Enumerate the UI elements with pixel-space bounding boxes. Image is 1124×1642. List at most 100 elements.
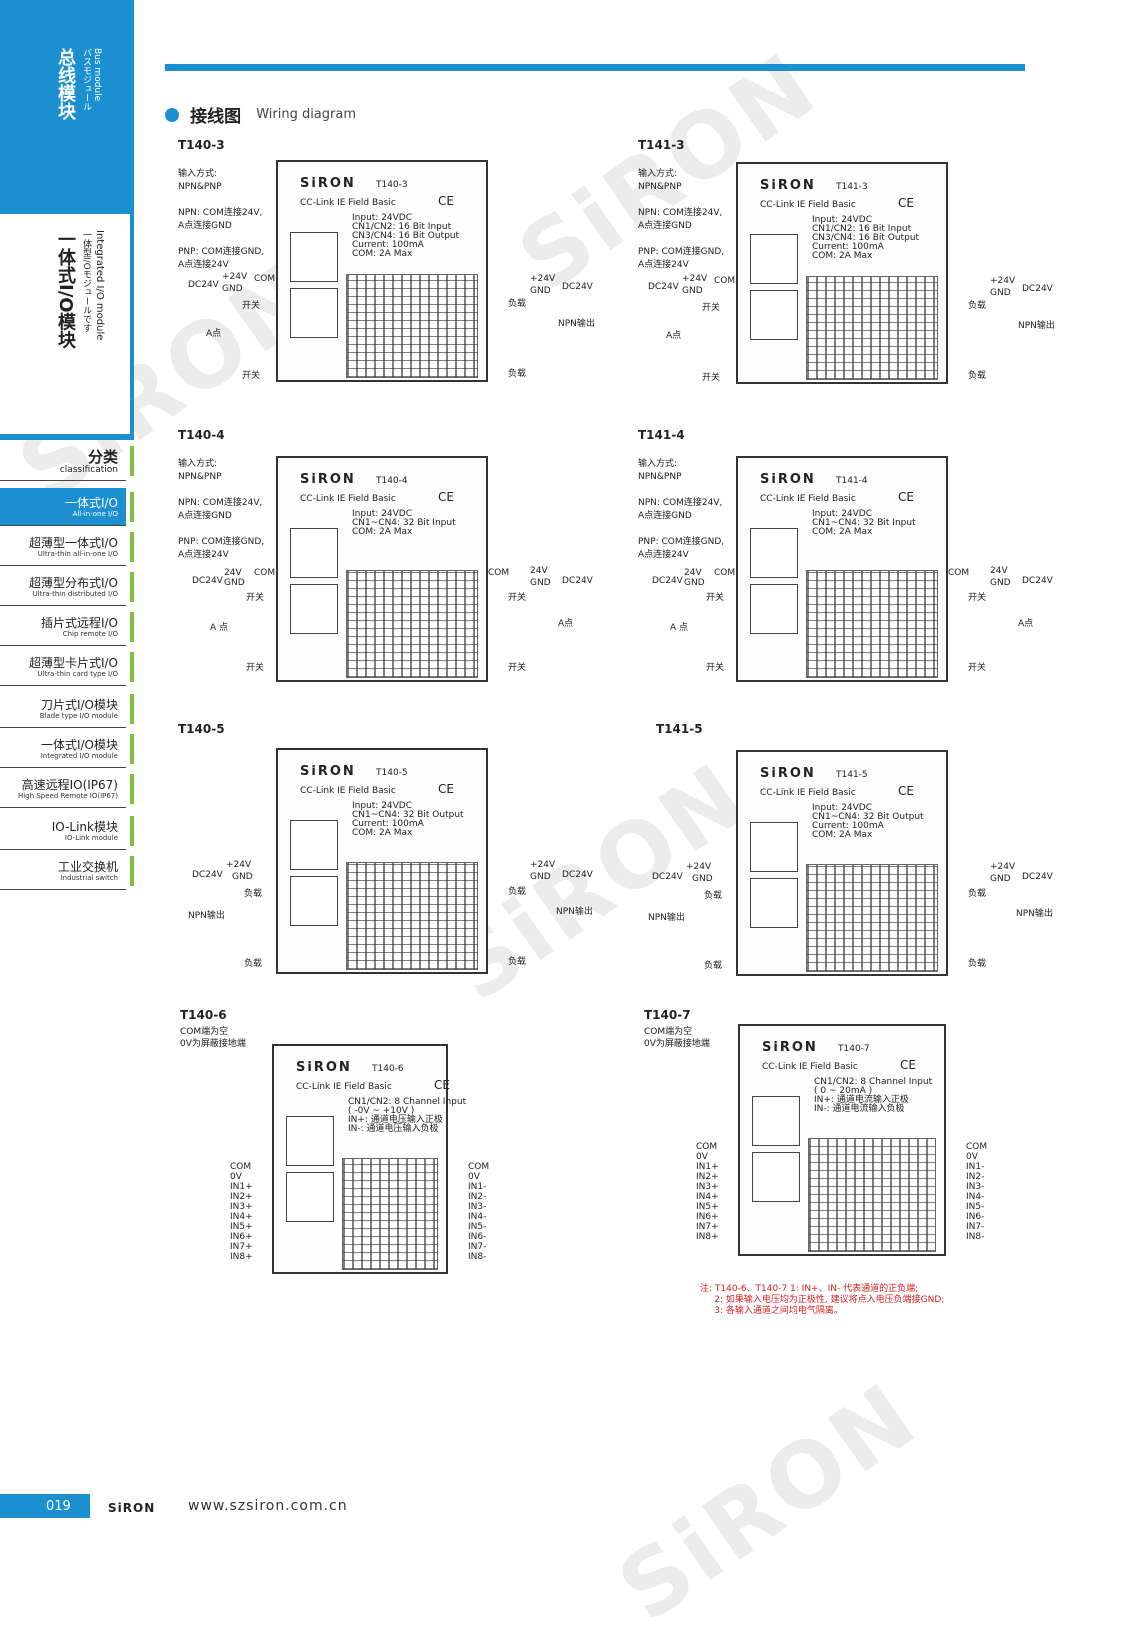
input-mode-text: 输入方式: NPN&PNP NPN: COM连接24V, A点连接GND PNP… xyxy=(638,169,725,270)
point-a-label: A点 xyxy=(1018,619,1034,629)
analog-terminal-left: IN5+ xyxy=(696,1202,719,1212)
load-label: 负载 xyxy=(704,961,723,971)
ce-mark: CE xyxy=(438,490,454,504)
category-sublabel: Blade type I/O module xyxy=(39,712,118,720)
classification-title: 分类 xyxy=(87,448,118,466)
ethernet-port xyxy=(290,232,338,282)
chapter-subtitle-jp: バスモジュール xyxy=(81,48,91,111)
ethernet-port xyxy=(750,878,798,928)
ethernet-port xyxy=(290,820,338,870)
gnd-label: GND xyxy=(692,874,713,884)
v24-label: 24V xyxy=(224,568,242,578)
plus24v-label: +24V xyxy=(530,274,556,284)
module-label: T140-4 xyxy=(178,428,225,442)
plus24v-label: +24V xyxy=(686,862,712,872)
category-sublabel: IO-Link module xyxy=(64,834,118,842)
heading-dot-icon xyxy=(165,107,179,122)
analog-terminal-left: 0V xyxy=(696,1152,708,1162)
dc24v-label: DC24V xyxy=(562,576,593,586)
dc24v-label: DC24V xyxy=(562,282,593,292)
analog-terminal-left: IN8+ xyxy=(696,1232,719,1242)
category-label: 超薄型一体式I/O xyxy=(28,536,118,550)
ce-mark: CE xyxy=(898,490,914,504)
analog-terminal-right: IN3- xyxy=(966,1182,985,1192)
ce-mark: CE xyxy=(898,196,914,210)
analog-terminal-right: IN6- xyxy=(468,1232,487,1242)
gnd-label: GND xyxy=(990,288,1011,298)
category-sublabel: Chip remote I/O xyxy=(62,630,118,638)
watermark: SiRON xyxy=(600,1362,937,1642)
footer-url: www.szsiron.com.cn xyxy=(188,1498,348,1514)
analog-terminal-right: IN2- xyxy=(468,1192,487,1202)
plus24v-label: +24V xyxy=(990,862,1016,872)
heading-zh: 接线图 xyxy=(190,107,242,127)
section-title-jp: 一体型I/Oモジュールです xyxy=(81,230,91,333)
input-mode-text: 输入方式: NPN&PNP NPN: COM连接24V, A点连接GND PNP… xyxy=(178,459,265,560)
dc24v-label: DC24V xyxy=(1022,284,1053,294)
analog-terminal-right: COM xyxy=(468,1162,490,1172)
brand-logo: SiRON xyxy=(760,472,816,487)
category-label: 一体式I/O xyxy=(64,496,118,510)
category-accent xyxy=(130,694,134,724)
gnd-label: GND xyxy=(684,578,705,588)
analog-terminal-right: IN3- xyxy=(468,1202,487,1212)
analog-terminal-right: IN2- xyxy=(966,1172,985,1182)
analog-terminal-left: IN1+ xyxy=(696,1162,719,1172)
ethernet-port xyxy=(286,1116,334,1166)
sidebar-inner xyxy=(0,214,130,434)
category-item[interactable]: 高速远程IO(IP67)High Speed Remote IO(IP67) xyxy=(0,770,134,808)
analog-terminal-left: IN8+ xyxy=(230,1252,253,1262)
load-label: 负载 xyxy=(508,299,527,309)
load-label: 负载 xyxy=(704,891,723,901)
terminal-block xyxy=(346,862,478,970)
module-spec: Input: 24VDC CN1~CN4: 32 Bit Input COM: … xyxy=(352,509,456,537)
ethernet-port xyxy=(290,288,338,338)
ce-mark: CE xyxy=(438,194,454,208)
network-type: CC-Link IE Field Basic xyxy=(296,1082,392,1092)
switch-label: 开关 xyxy=(968,593,987,603)
analog-terminal-right: IN7- xyxy=(468,1242,487,1252)
brand-logo: SiRON xyxy=(300,764,356,779)
analog-terminal-left: IN7+ xyxy=(696,1222,719,1232)
analog-terminal-left: IN2+ xyxy=(696,1172,719,1182)
network-type: CC-Link IE Field Basic xyxy=(760,494,856,504)
category-accent xyxy=(130,446,134,476)
switch-label: 开关 xyxy=(968,663,987,673)
analog-remark: COM端为空 xyxy=(180,1027,229,1037)
analog-terminal-right: IN1- xyxy=(966,1162,985,1172)
v24-label: 24V xyxy=(684,568,702,578)
module-model: T140-6 xyxy=(372,1064,404,1074)
analog-terminal-left: IN1+ xyxy=(230,1182,253,1192)
module-label: T140-3 xyxy=(178,138,225,152)
analog-terminal-right: COM xyxy=(966,1142,988,1152)
category-sublabel: All-in-one I/O xyxy=(72,510,118,518)
npn-output-label: NPN输出 xyxy=(1016,909,1053,919)
load-label: 负载 xyxy=(968,371,987,381)
com-label: COM xyxy=(948,568,970,578)
section-title-en: Integrated I/O module xyxy=(94,230,105,341)
analog-note: 注: T140-6、T140-7 1: IN+、IN- 代表通道的正负端; 2:… xyxy=(700,1284,945,1316)
switch-label: 开关 xyxy=(246,593,265,603)
analog-terminal-right: IN8- xyxy=(468,1252,487,1262)
category-label: 一体式I/O模块 xyxy=(40,738,118,752)
ethernet-port xyxy=(286,1172,334,1222)
page-number: 019 xyxy=(46,1499,71,1514)
npn-output-label: NPN输出 xyxy=(556,907,593,917)
analog-terminal-left: IN6+ xyxy=(230,1232,253,1242)
load-label: 负载 xyxy=(508,369,527,379)
com-label: COM xyxy=(488,568,510,578)
top-accent-bar xyxy=(165,64,1025,71)
terminal-block xyxy=(808,1138,936,1252)
analog-terminal-left: IN2+ xyxy=(230,1192,253,1202)
